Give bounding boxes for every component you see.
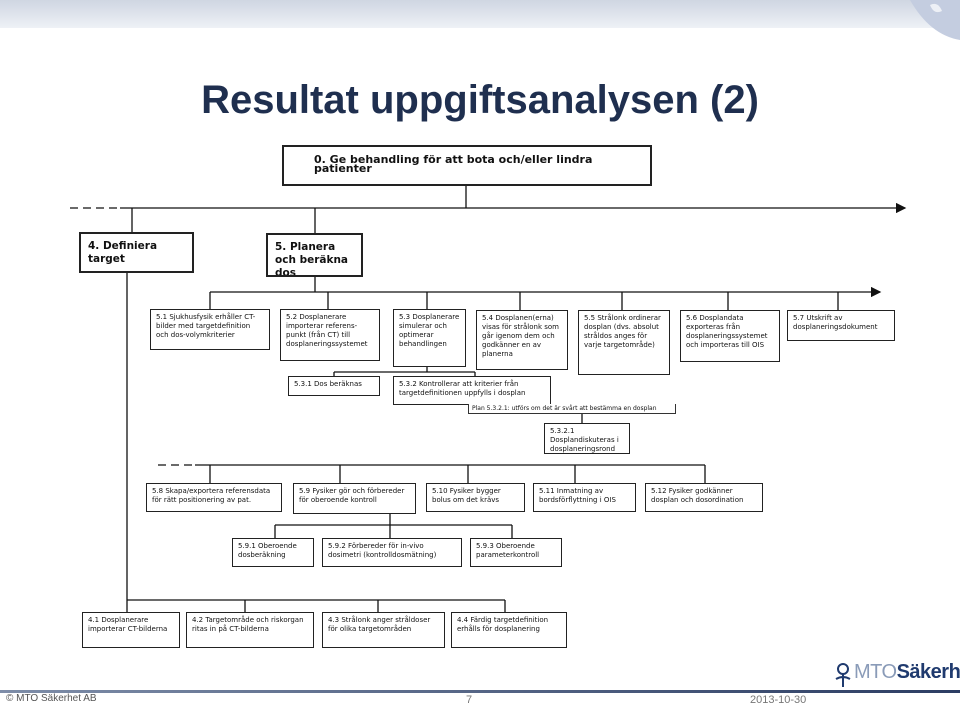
slide-title: Resultat uppgiftsanalysen (2) (201, 78, 759, 122)
logo-main: Säkerhet (896, 661, 960, 683)
node-5-8: 5.8 Skapa/exportera referensdata för rät… (146, 483, 282, 512)
plan-note: Plan 5.3.2.1: utförs om det är svårt att… (468, 404, 676, 414)
node-4-3: 4.3 Strålonk anger stråldoser för olika … (322, 612, 445, 648)
node-5-1: 5.1 Sjukhusfysik erhåller CT-bilder med … (150, 309, 270, 350)
node-5-2: 5.2 Dosplanerare importerar referens-pun… (280, 309, 380, 361)
node-0: 0. Ge behandling för att bota och/eller … (282, 145, 652, 186)
node-4-2: 4.2 Targetområde och riskorgan ritas in … (186, 612, 314, 648)
node-5-9-2: 5.9.2 Förbereder för in-vivo dosimetri (… (322, 538, 462, 567)
node-5-3-2-1: 5.3.2.1 Dosplandiskuteras i dosplanering… (544, 423, 630, 454)
node-5-3-2: 5.3.2 Kontrollerar att kriterier från ta… (393, 376, 551, 405)
footer-company: © MTO Säkerhet AB (6, 693, 97, 704)
footer-bar (0, 690, 960, 693)
node-5-3-1: 5.3.1 Dos beräknas (288, 376, 380, 396)
logo-pre: MTO (854, 661, 897, 683)
node-5-9-1: 5.9.1 Oberoende dosberäkning (232, 538, 314, 567)
node-5-11: 5.11 Inmatning av bordsförflyttning i OI… (533, 483, 636, 512)
node-5-12: 5.12 Fysiker godkänner dosplan och dosor… (645, 483, 763, 512)
node-5: 5. Planera och beräkna dos (266, 233, 363, 277)
node-4-1: 4.1 Dosplanerare importerar CT-bilderna (82, 612, 180, 648)
flower-logo-icon (835, 663, 851, 687)
corner-decoration (900, 0, 960, 40)
node-5-10: 5.10 Fysiker bygger bolus om det krävs (426, 483, 525, 512)
node-4: 4. Definiera target (79, 232, 194, 273)
corner-logo-icon (910, 0, 960, 40)
node-5-7: 5.7 Utskrift av dosplaneringsdokument (787, 310, 895, 341)
page-number: 7 (466, 694, 473, 706)
node-5-5: 5.5 Strålonk ordinerar dosplan (dvs. abs… (578, 310, 670, 375)
node-5-6: 5.6 Dosplandata exporteras från dosplane… (680, 310, 780, 362)
footer-date: 2013-10-30 (750, 694, 807, 706)
node-4-4: 4.4 Färdig targetdefinition erhålls för … (451, 612, 567, 648)
node-5-9: 5.9 Fysiker gör och förbereder för obero… (293, 483, 416, 514)
top-band (0, 0, 960, 28)
node-5-3: 5.3 Dosplanerare simulerar och optimerar… (393, 309, 466, 367)
node-5-9-3: 5.9.3 Oberoende parameterkontroll (470, 538, 562, 567)
node-5-4: 5.4 Dosplanen(erna) visas för strålonk s… (476, 310, 568, 370)
